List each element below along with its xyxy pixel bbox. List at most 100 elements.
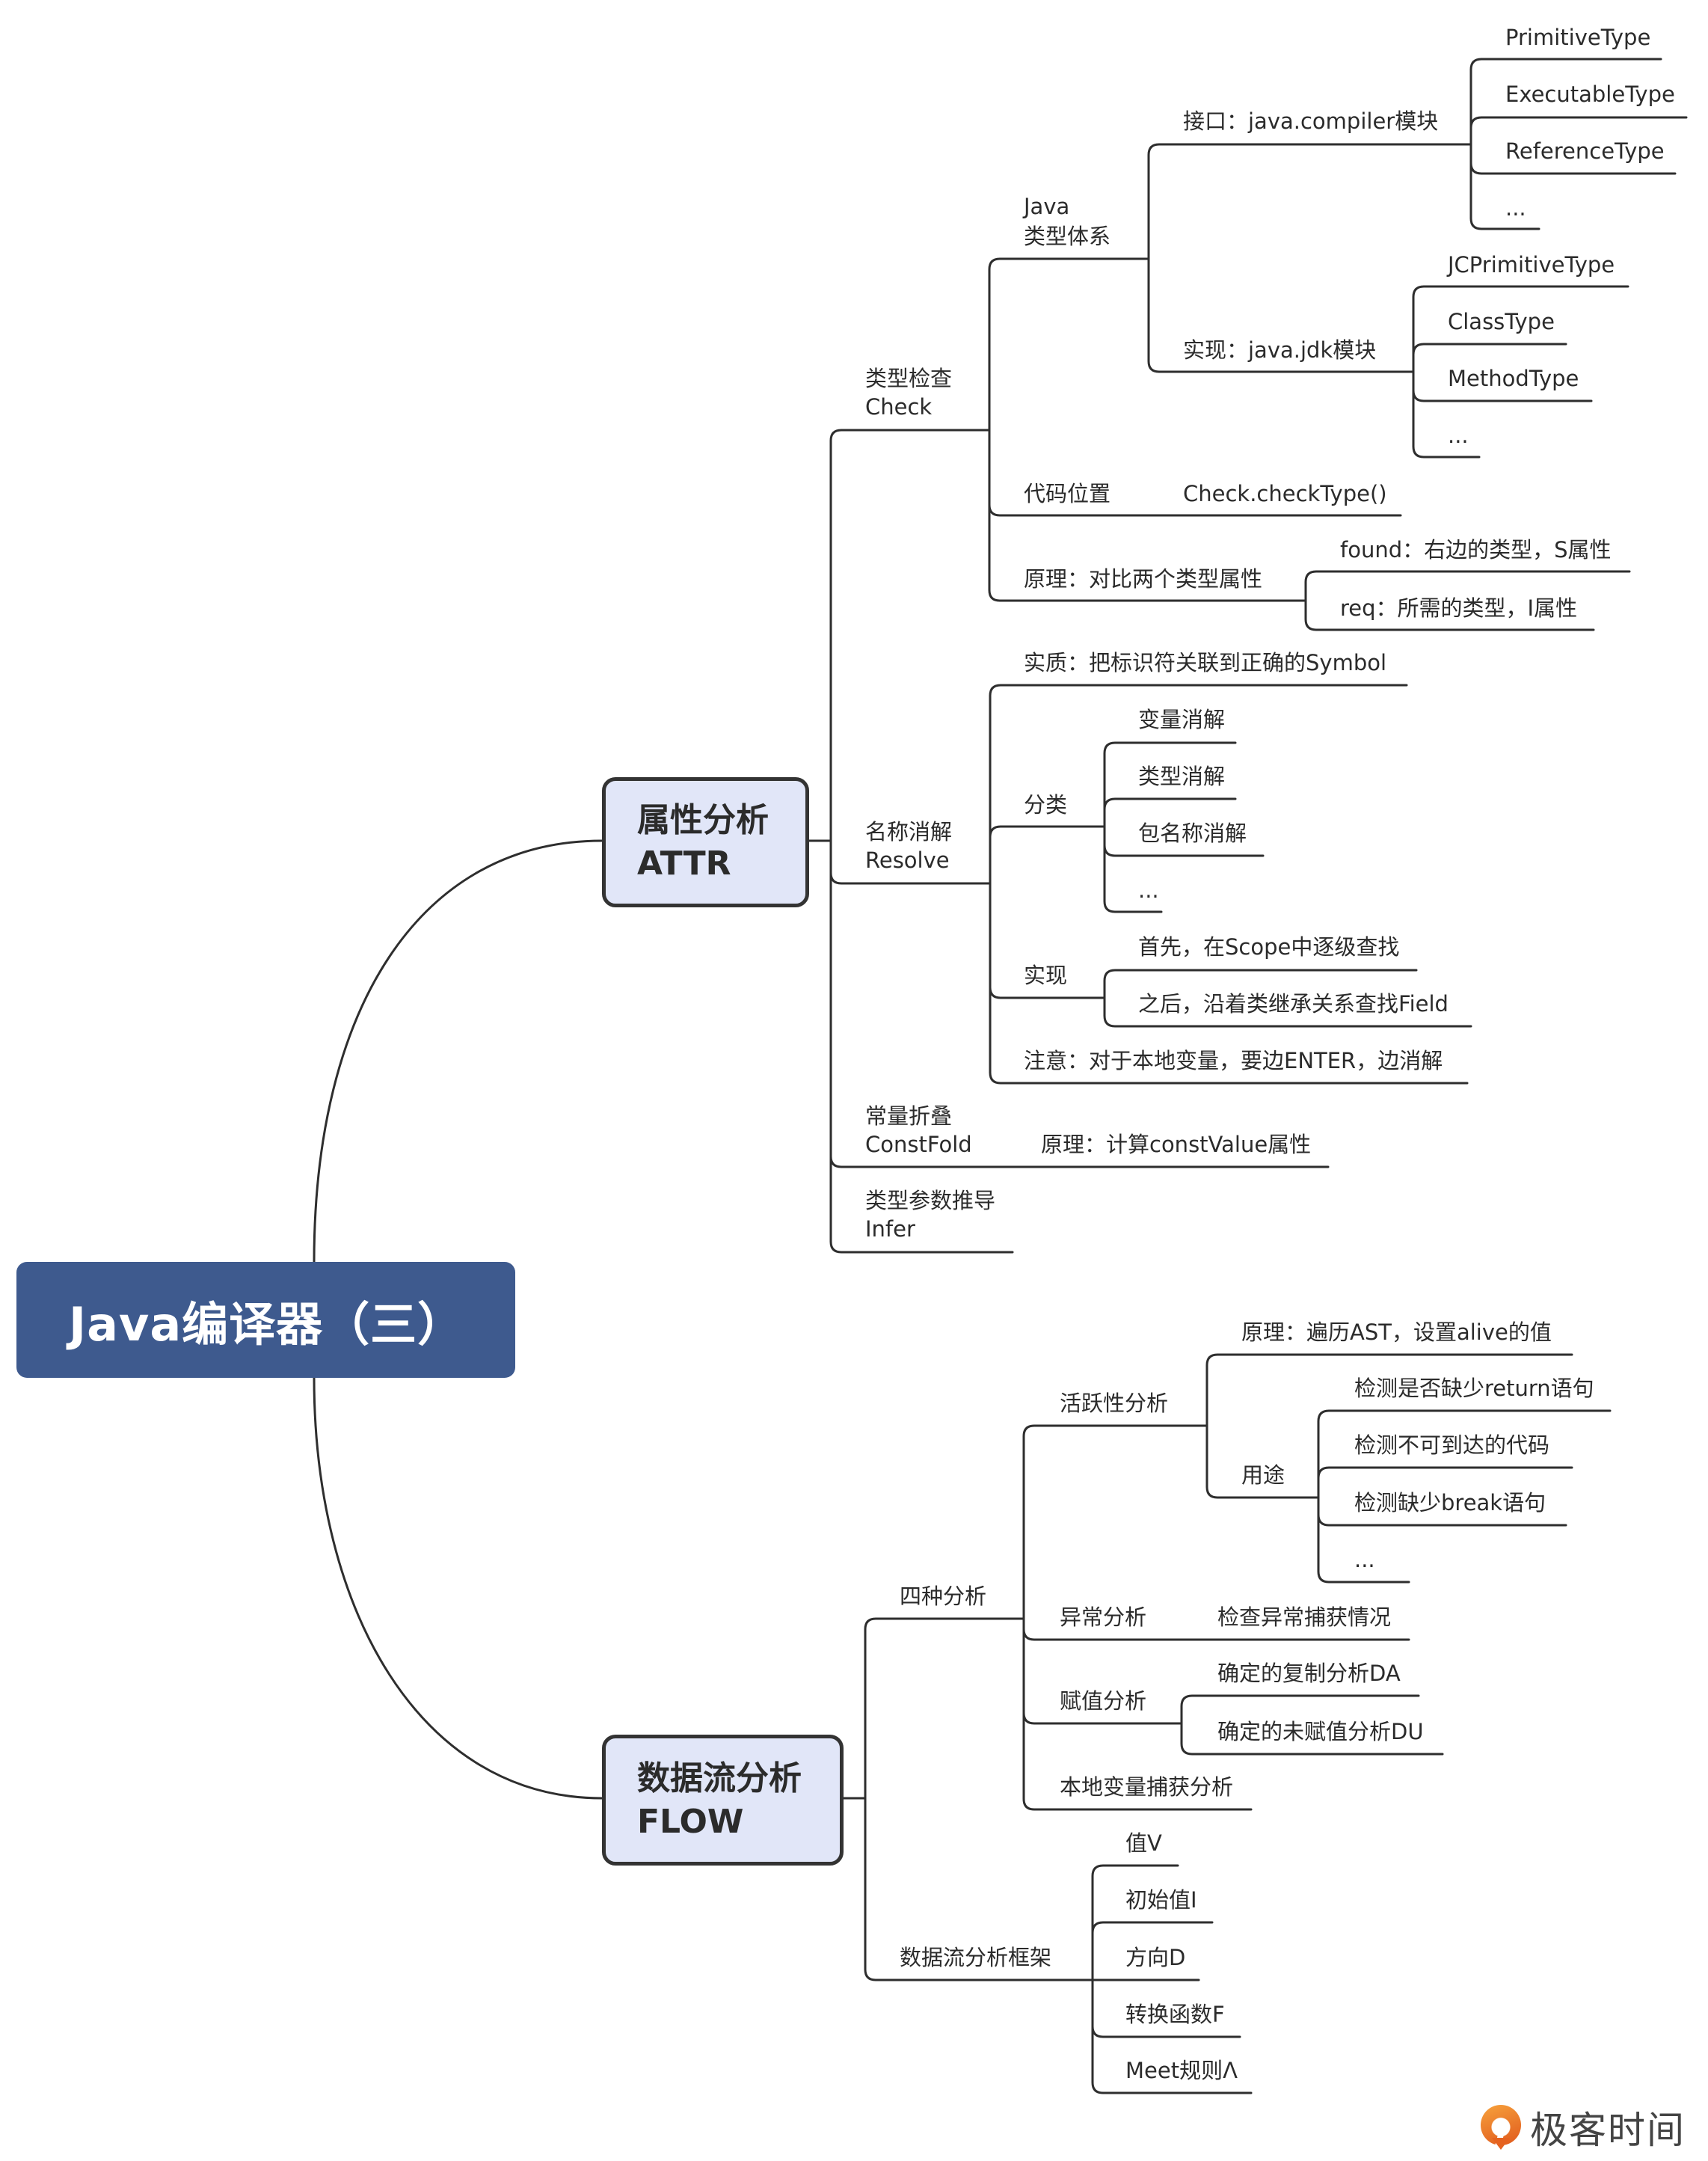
framework-item[interactable]: 方向D [1125, 1945, 1186, 1970]
resolve-branch [989, 684, 1408, 885]
framework-item[interactable]: 初始值I [1125, 1887, 1197, 1913]
resolve-essence[interactable]: 实质：把标识符关联到正确的Symbol [1024, 650, 1387, 675]
usage-branch [1317, 1466, 1573, 1480]
resolve-category-label[interactable]: 分类 [1024, 792, 1068, 818]
exception-value[interactable]: 检查异常捕获情况 [1217, 1604, 1392, 1630]
capture-label[interactable]: 本地变量捕获分析 [1060, 1774, 1234, 1800]
resolve-impl-branch [1103, 969, 1418, 999]
liveness-branch [1205, 1424, 1320, 1499]
usage-branch [1317, 1409, 1612, 1499]
type-system-branch [1147, 143, 1472, 260]
usage-item[interactable]: 检测缺少break语句 [1354, 1490, 1546, 1515]
type-system-label-1[interactable]: Java [1024, 194, 1070, 219]
code-location-label[interactable]: 代码位置 [1024, 481, 1111, 506]
resolve-branch [989, 882, 1469, 1085]
assign-branch [1180, 1722, 1444, 1756]
category-branch [1103, 825, 1163, 913]
framework-label[interactable]: 数据流分析框架 [900, 1945, 1052, 1970]
code-location-value[interactable]: Check.checkType() [1183, 481, 1387, 506]
usage-item[interactable]: 检测是否缺少return语句 [1354, 1376, 1594, 1401]
category-item[interactable]: 包名称消解 [1138, 821, 1247, 846]
interface-item[interactable]: PrimitiveType [1505, 25, 1651, 50]
resolve-label-en[interactable]: Resolve [865, 847, 950, 873]
constfold-label-en[interactable]: ConstFold [865, 1132, 972, 1157]
liveness-principle[interactable]: 原理：遍历AST，设置alive的值 [1241, 1319, 1552, 1345]
root-node[interactable]: Java编译器（三） [16, 1262, 515, 1378]
framework-branch [1091, 1978, 1253, 2094]
check-branch [988, 429, 1307, 602]
type-system-branch [1147, 257, 1415, 373]
attr-branch [829, 839, 1014, 1254]
framework-branch [1091, 1864, 1179, 1981]
framework-branch [1091, 1921, 1214, 1934]
logo-text: 极客时间 [1530, 2109, 1686, 2152]
root-to-flow-curve [313, 1376, 603, 1800]
impl-item[interactable]: ... [1448, 423, 1469, 448]
interface-label[interactable]: 接口：java.compiler模块 [1183, 108, 1439, 134]
flow-node[interactable]: 数据流分析 FLOW [602, 1735, 844, 1866]
principle-item[interactable]: found：右边的类型，S属性 [1340, 537, 1612, 563]
impl-item[interactable]: MethodType [1448, 366, 1579, 391]
check-label-cn[interactable]: 类型检查 [865, 366, 953, 391]
interface-item[interactable]: ... [1505, 195, 1526, 221]
impl-label[interactable]: 实现：java.jdk模块 [1183, 337, 1377, 363]
impl-branch [1412, 285, 1629, 373]
impl-branch [1412, 370, 1481, 459]
resolve-label-cn[interactable]: 名称消解 [865, 819, 953, 845]
flow-branch [864, 1617, 1025, 1800]
impl-item[interactable]: ClassType [1448, 309, 1555, 334]
attr-title-en: ATTR [637, 845, 731, 883]
category-item[interactable]: 类型消解 [1138, 764, 1226, 789]
four-analyses-label[interactable]: 四种分析 [900, 1584, 987, 1609]
resolve-branch [989, 825, 1106, 839]
impl-branch [1412, 343, 1567, 356]
attr-node[interactable]: 属性分析 ATTR [602, 777, 809, 907]
principle-item[interactable]: req：所需的类型，I属性 [1340, 595, 1578, 621]
check-branch [988, 257, 1150, 432]
geektime-logo: 极客时间 [1479, 2100, 1686, 2154]
impl-item[interactable]: JCPrimitiveType [1448, 252, 1615, 278]
infer-label-cn[interactable]: 类型参数推导 [865, 1188, 996, 1213]
framework-item[interactable]: Meet规则Λ [1125, 2058, 1238, 2083]
geektime-logo-icon [1479, 2103, 1523, 2151]
principle-label[interactable]: 原理：对比两个类型属性 [1024, 566, 1263, 592]
assign-label[interactable]: 赋值分析 [1060, 1688, 1147, 1714]
resolve-impl-item[interactable]: 首先，在Scope中逐级查找 [1138, 934, 1400, 960]
usage-branch [1317, 1496, 1410, 1584]
interface-branch [1469, 143, 1540, 230]
framework-item[interactable]: 转换函数F [1125, 2002, 1225, 2027]
liveness-branch [1205, 1353, 1573, 1427]
resolve-impl-label[interactable]: 实现 [1024, 963, 1068, 988]
attr-title-cn: 属性分析 [637, 801, 769, 839]
root-to-attr-curve [313, 839, 603, 1263]
framework-item[interactable]: 值V [1125, 1830, 1162, 1856]
principle-branch [1304, 599, 1595, 631]
liveness-label[interactable]: 活跃性分析 [1060, 1391, 1169, 1416]
usage-item[interactable]: ... [1354, 1547, 1375, 1572]
check-label-en[interactable]: Check [865, 394, 933, 420]
constfold-label-cn[interactable]: 常量折叠 [865, 1103, 953, 1129]
exception-label[interactable]: 异常分析 [1060, 1604, 1147, 1630]
constfold-principle[interactable]: 原理：计算constValue属性 [1041, 1132, 1312, 1157]
interface-item[interactable]: ExecutableType [1505, 82, 1675, 107]
category-branch [1103, 741, 1237, 828]
usage-item[interactable]: 检测不可到达的代码 [1354, 1432, 1550, 1458]
assign-item[interactable]: 确定的未赋值分析DU [1217, 1719, 1424, 1744]
resolve-note[interactable]: 注意：对于本地变量，要边ENTER，边消解 [1024, 1048, 1443, 1073]
infer-label-en[interactable]: Infer [865, 1216, 915, 1242]
liveness-usage-label[interactable]: 用途 [1241, 1462, 1285, 1488]
attr-branch [829, 429, 991, 842]
assign-branch [1180, 1694, 1420, 1725]
interface-item[interactable]: ReferenceType [1505, 138, 1665, 164]
category-item[interactable]: 变量消解 [1138, 707, 1226, 732]
principle-branch [1304, 570, 1631, 602]
resolve-impl-item[interactable]: 之后，沿着类继承关系查找Field [1138, 991, 1449, 1017]
flow-branch [864, 1797, 1094, 1981]
category-item[interactable]: ... [1138, 877, 1159, 903]
resolve-impl-branch [1103, 996, 1472, 1028]
type-system-label-2[interactable]: 类型体系 [1024, 224, 1111, 249]
assign-item[interactable]: 确定的复制分析DA [1217, 1661, 1401, 1686]
root-title: Java编译器（三） [69, 1296, 465, 1352]
